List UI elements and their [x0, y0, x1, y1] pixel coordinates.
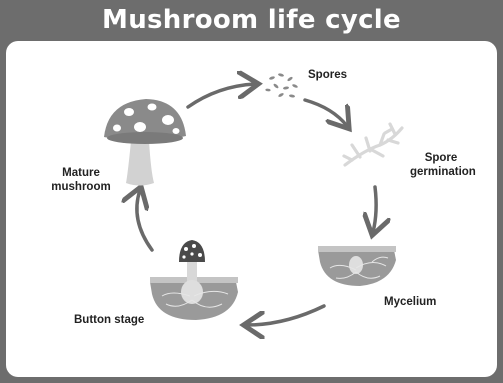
button-stage-icon: [150, 240, 238, 320]
label-mature-line2: mushroom: [46, 180, 116, 194]
label-button-stage: Button stage: [74, 313, 144, 327]
mature-mushroom-icon: [104, 99, 186, 186]
arrow-mature-to-spores: [188, 84, 255, 107]
arrow-germination-to-mycelium: [373, 187, 376, 232]
label-spores: Spores: [308, 68, 347, 82]
germination-icon: [344, 124, 402, 165]
label-spore-germination-line1: Spore: [410, 151, 472, 165]
label-mature-line1: Mature: [46, 166, 116, 180]
label-mature-mushroom: Mature mushroom: [46, 166, 116, 194]
label-spore-germination-line2: germination: [410, 165, 472, 179]
spores-icon: [265, 73, 298, 98]
arrow-spores-to-germination: [305, 100, 347, 126]
label-mycelium: Mycelium: [384, 295, 436, 309]
label-spore-germination: Spore germination: [410, 151, 472, 179]
arrow-mycelium-to-button: [247, 306, 324, 325]
mycelium-icon: [318, 246, 396, 286]
arrow-button-to-mature: [137, 190, 152, 250]
